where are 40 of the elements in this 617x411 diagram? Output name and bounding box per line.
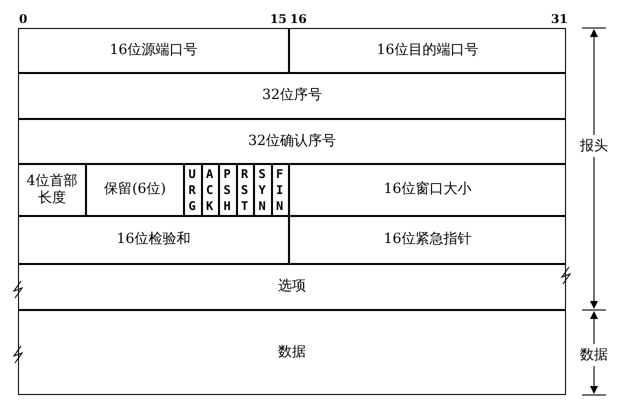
data-cell bbox=[18, 310, 566, 395]
flag-cell bbox=[202, 164, 219, 216]
field-name: 32位序号 bbox=[262, 87, 322, 105]
bit-number: 0 bbox=[19, 12, 28, 26]
field-name: 数据 bbox=[278, 344, 306, 362]
bit-number: 31 bbox=[551, 12, 568, 26]
field-name: 16位紧急指针 bbox=[384, 231, 472, 249]
flag-name: SYN bbox=[258, 166, 267, 214]
flag-name: ACK bbox=[206, 166, 214, 214]
flag-cell bbox=[254, 164, 272, 216]
flag-cell bbox=[219, 164, 237, 216]
field-name: 保留(6位) bbox=[104, 181, 166, 199]
field-name: 16位窗口大小 bbox=[384, 181, 472, 199]
field-cell bbox=[289, 216, 566, 264]
field-cell bbox=[289, 164, 566, 216]
flag-name: URG bbox=[188, 166, 197, 214]
field-cell bbox=[289, 28, 566, 73]
flag-name: RST bbox=[241, 166, 250, 214]
field-cell bbox=[18, 73, 566, 119]
flag-cell bbox=[237, 164, 254, 216]
field-name: 16位检验和 bbox=[116, 231, 190, 249]
field-name: 选项 bbox=[278, 278, 306, 296]
flag-cell bbox=[272, 164, 289, 216]
field-cell bbox=[18, 264, 566, 310]
field-cell bbox=[18, 164, 86, 216]
flag-name: PSH bbox=[224, 166, 232, 214]
field-name: 4位首部长度 bbox=[26, 172, 78, 208]
flag-name: FIN bbox=[276, 166, 284, 214]
section-label: 报头 bbox=[580, 135, 608, 157]
section-label: 数据 bbox=[580, 344, 608, 366]
field-name: 32位确认序号 bbox=[248, 132, 336, 150]
field-name: 16位源端口号 bbox=[110, 42, 198, 60]
bit-number: 16 bbox=[290, 12, 307, 26]
field-cell bbox=[86, 164, 184, 216]
field-cell bbox=[18, 28, 289, 73]
field-cell bbox=[18, 119, 566, 164]
field-cell bbox=[18, 216, 289, 264]
bit-number: 15 bbox=[270, 12, 287, 26]
flag-cell bbox=[184, 164, 202, 216]
field-name: 16位目的端口号 bbox=[376, 42, 478, 60]
